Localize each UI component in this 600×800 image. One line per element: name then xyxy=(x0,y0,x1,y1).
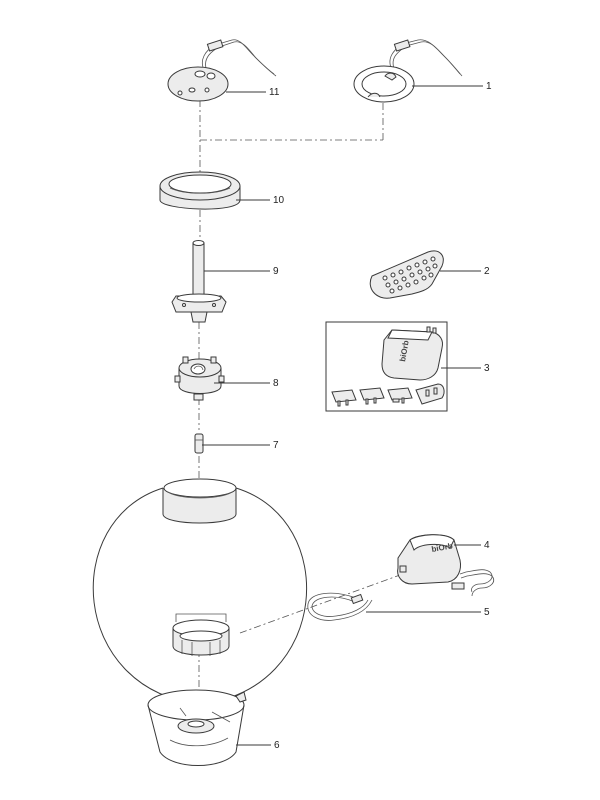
callout-11: 11 xyxy=(269,87,280,98)
part-10-lid-ring xyxy=(159,171,241,210)
part-2-remote-control xyxy=(369,250,444,299)
adapter-brand-logo: biOrb xyxy=(398,340,411,363)
callout-7: 7 xyxy=(273,440,279,451)
part-6-base xyxy=(147,689,247,766)
part-5-air-hose xyxy=(307,592,373,621)
aquarium-sphere xyxy=(92,478,307,705)
part-8-pump-housing xyxy=(174,356,225,401)
callout-numbers: 1 2 3 4 5 6 7 8 9 10 11 xyxy=(269,81,492,751)
plug-adapters xyxy=(331,383,445,407)
part-3-power-adapter-kit: biOrb xyxy=(325,321,448,412)
remote-buttons xyxy=(382,256,438,294)
part-7-connector-tube xyxy=(194,433,204,454)
callout-10: 10 xyxy=(273,195,285,206)
part-11-lid-with-cable xyxy=(167,39,277,102)
callout-2: 2 xyxy=(484,266,490,277)
callout-6: 6 xyxy=(274,740,280,751)
callout-9: 9 xyxy=(273,266,279,277)
assembly-guide-lines xyxy=(198,100,401,720)
callout-5: 5 xyxy=(484,607,490,618)
pump-brand-logo: biOrb xyxy=(431,541,454,554)
part-1-lid-light-with-cable xyxy=(353,39,463,103)
callout-4: 4 xyxy=(484,540,490,551)
callout-1: 1 xyxy=(486,81,492,92)
callout-8: 8 xyxy=(273,378,279,389)
callout-3: 3 xyxy=(484,363,490,374)
part-9-filter-tube xyxy=(171,240,227,323)
leader-lines xyxy=(202,85,483,746)
part-4-air-pump: biOrb xyxy=(397,534,495,597)
